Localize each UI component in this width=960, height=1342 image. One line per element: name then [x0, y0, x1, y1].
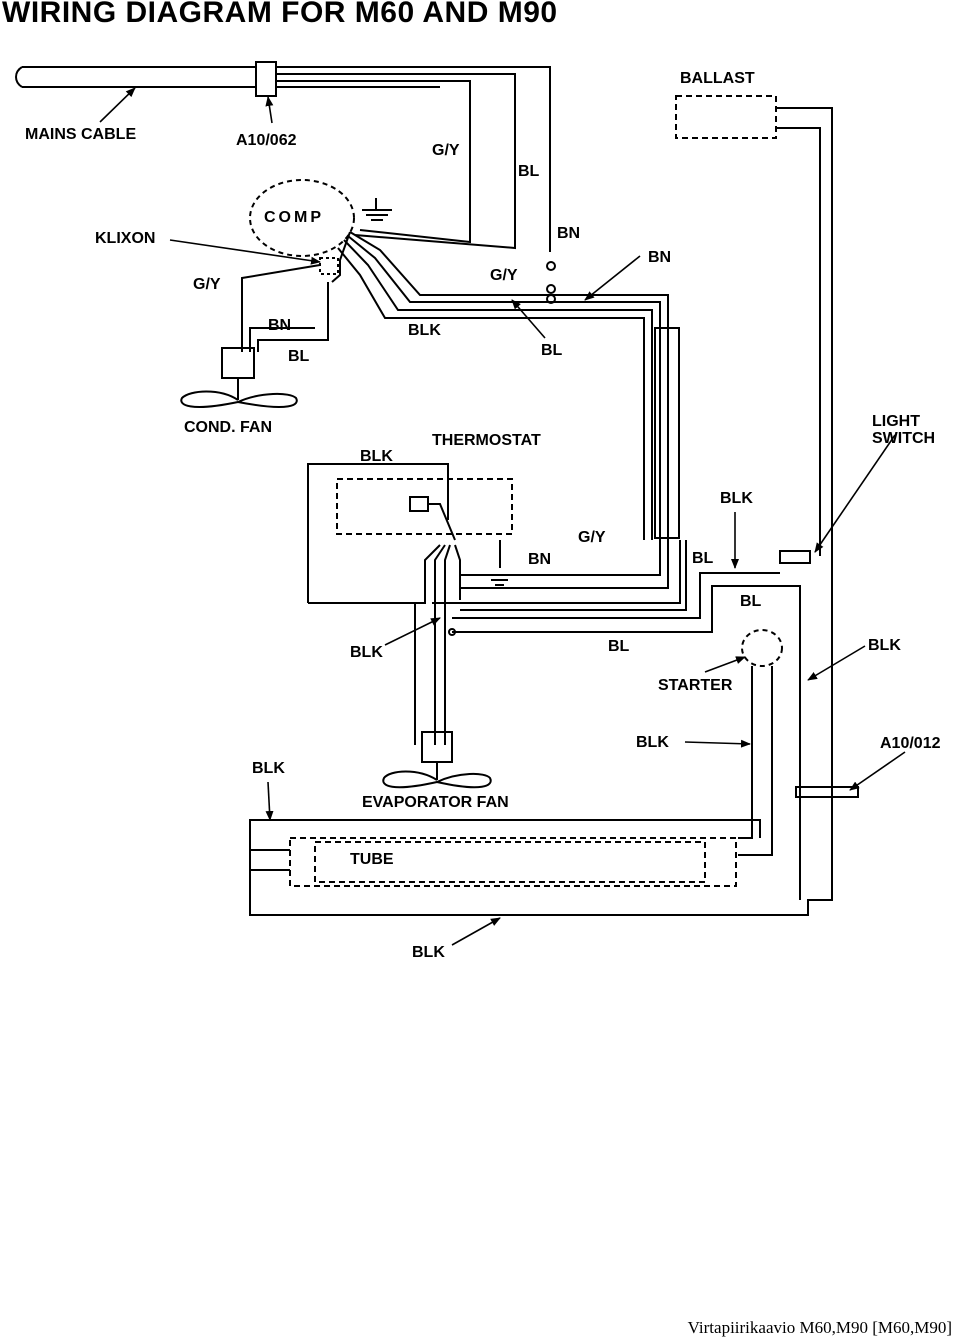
label-comp: COMP	[264, 209, 324, 226]
label-gy-mid: G/Y	[490, 267, 518, 284]
label-blk-starter: BLK	[636, 734, 669, 751]
label-bl-lower: BL	[740, 593, 762, 610]
label-gy-thermo: G/Y	[578, 529, 606, 546]
cond-fan-motor	[221, 347, 255, 379]
compressor	[249, 179, 355, 257]
label-tube: TUBE	[350, 851, 394, 868]
label-blk-thermo: BLK	[360, 448, 393, 465]
label-blk-right: BLK	[868, 637, 901, 654]
thermostat-box	[336, 478, 513, 535]
label-ballast: BALLAST	[680, 70, 755, 87]
label-bn-thermo: BN	[528, 551, 551, 568]
label-bl-starter: BL	[608, 638, 630, 655]
label-blk-bottom: BLK	[412, 944, 445, 961]
label-bl-fan: BL	[288, 348, 310, 365]
label-gy-left: G/Y	[193, 276, 221, 293]
label-a10-062: A10/062	[236, 132, 297, 149]
label-bl-mid: BL	[541, 342, 563, 359]
label-bn-fan: BN	[268, 317, 291, 334]
tube	[289, 837, 737, 887]
label-blk-evap: BLK	[350, 644, 383, 661]
label-starter: STARTER	[658, 677, 733, 694]
label-bl-top: BL	[518, 163, 540, 180]
label-klixon: KLIXON	[95, 230, 155, 247]
ballast-box	[675, 95, 777, 139]
label-light-switch-1: LIGHT	[872, 413, 920, 430]
label-blk-switch: BLK	[720, 490, 753, 507]
cond-fan-blades	[180, 390, 298, 408]
label-mains-cable: MAINS CABLE	[25, 126, 136, 143]
klixon	[319, 257, 339, 275]
label-bn-top: BN	[557, 225, 580, 242]
mains-cable	[15, 61, 551, 252]
label-bn-right: BN	[648, 249, 671, 266]
light-switch	[779, 550, 811, 564]
label-cond-fan: COND. FAN	[184, 419, 272, 436]
label-thermostat: THERMOSTAT	[432, 432, 541, 449]
page-caption: Virtapiirikaavio M60,M90 [M60,M90]	[687, 1318, 952, 1337]
page-title: WIRING DIAGRAM FOR M60 AND M90	[2, 0, 558, 29]
label-gy-top: G/Y	[432, 142, 460, 159]
label-evaporator-fan: EVAPORATOR FAN	[362, 794, 509, 811]
label-bl-switch: BL	[692, 550, 714, 567]
evaporator-fan-blades	[382, 770, 492, 789]
starter	[741, 629, 783, 667]
label-blk-comp: BLK	[408, 322, 441, 339]
evaporator-fan-motor	[421, 731, 453, 763]
terminal-a10-012	[795, 786, 859, 798]
label-light-switch-2: SWITCH	[872, 430, 935, 447]
label-a10-012: A10/012	[880, 735, 941, 752]
label-blk-tube-left: BLK	[252, 760, 285, 777]
